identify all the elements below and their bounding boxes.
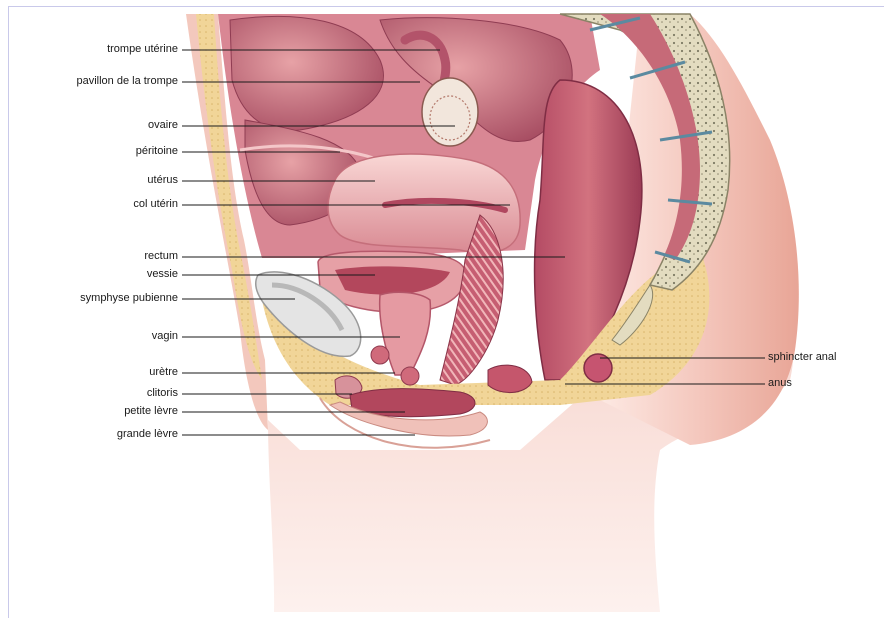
label-uretre: urètre — [149, 366, 178, 379]
label-vagin: vagin — [152, 330, 178, 343]
perineal-muscle — [488, 365, 532, 392]
urethral-sphincter — [371, 346, 389, 364]
label-rectum: rectum — [144, 250, 178, 263]
label-ovaire: ovaire — [148, 119, 178, 132]
label-col-uterin: col utérin — [133, 198, 178, 211]
label-sphincter-anal: sphincter anal — [768, 351, 837, 364]
label-symphyse: symphyse pubienne — [80, 292, 178, 305]
label-petite-levre: petite lèvre — [124, 405, 178, 418]
label-clitoris: clitoris — [147, 387, 178, 400]
label-peritoine: péritoine — [136, 145, 178, 158]
label-uterus: utérus — [147, 174, 178, 187]
label-grande-levre: grande lèvre — [117, 428, 178, 441]
label-anus: anus — [768, 377, 792, 390]
vagina — [380, 292, 431, 375]
anal-sphincter — [584, 354, 612, 382]
label-trompe-uterine: trompe utérine — [107, 43, 178, 56]
vaginal-sphincter — [401, 367, 419, 385]
label-pavillon: pavillon de la trompe — [76, 75, 178, 88]
label-vessie: vessie — [147, 268, 178, 281]
